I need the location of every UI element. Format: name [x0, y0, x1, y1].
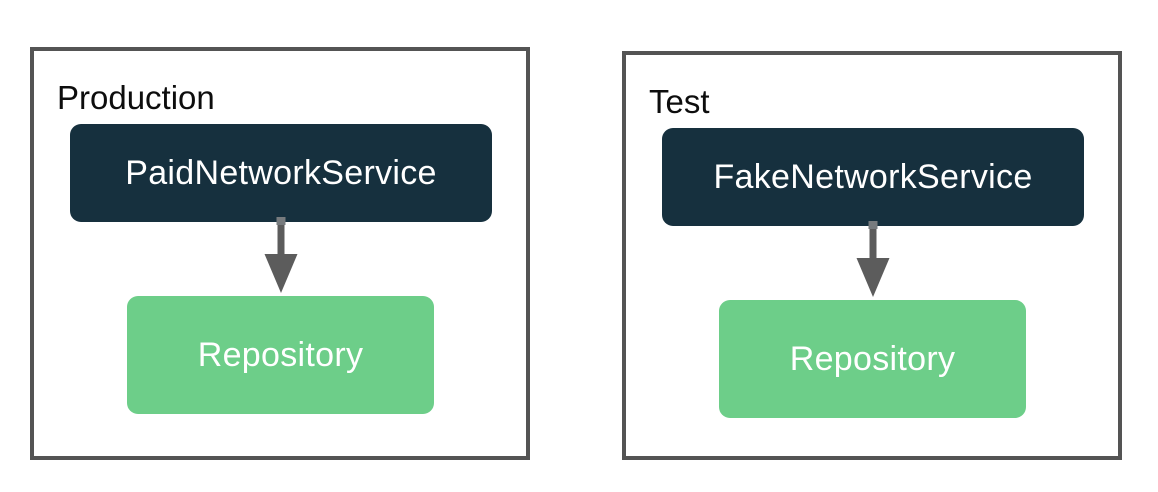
- service-box-label: FakeNetworkService: [713, 157, 1033, 196]
- repository-box-label: Repository: [197, 335, 364, 374]
- test-container: Test FakeNetworkService Repository: [622, 51, 1122, 460]
- down-arrow-icon: [856, 221, 890, 297]
- fake-network-service-box: FakeNetworkService: [662, 128, 1084, 226]
- test-label: Test: [649, 83, 710, 120]
- production-container: Production PaidNetworkService Repository: [30, 47, 530, 460]
- repository-box-label: Repository: [789, 339, 956, 378]
- repository-box: Repository: [719, 300, 1026, 418]
- service-box-label: PaidNetworkService: [125, 153, 437, 192]
- repository-box: Repository: [127, 296, 434, 414]
- down-arrow-icon: [264, 217, 298, 293]
- production-label: Production: [57, 79, 215, 116]
- paid-network-service-box: PaidNetworkService: [70, 124, 492, 222]
